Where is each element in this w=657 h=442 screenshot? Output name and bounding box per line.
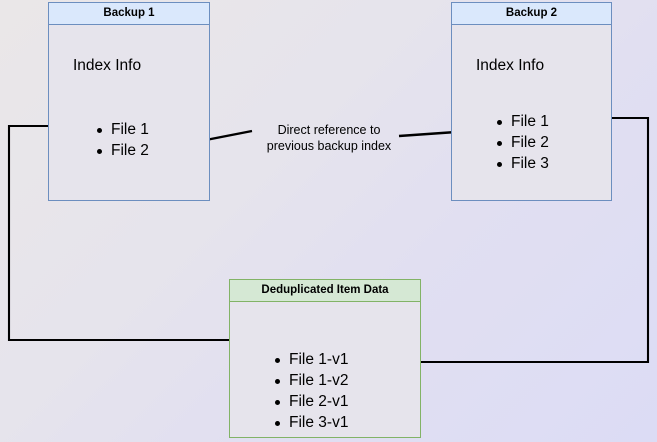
node-backup-1-header: Backup 1 [49, 3, 209, 25]
node-backup-2[interactable]: Backup 2 Index Info File 1 File 2 File 3 [451, 2, 612, 201]
backup-2-index-info-label: Index Info [476, 57, 545, 74]
list-item: File 1-v1 [272, 349, 348, 370]
list-item: File 2 [94, 140, 149, 161]
list-item: File 3-v1 [272, 412, 348, 433]
backup-1-file-list: File 1 File 2 [94, 119, 149, 161]
node-backup-2-body: Index Info File 1 File 2 File 3 [452, 25, 611, 200]
edge-label-line-1: Direct reference to [277, 123, 381, 137]
backup-1-index-info-label: Index Info [73, 57, 142, 74]
list-item: File 1 [494, 111, 549, 132]
list-item: File 1 [94, 119, 149, 140]
node-deduplicated-item-data-body: File 1-v1 File 1-v2 File 2-v1 File 3-v1 [230, 302, 420, 437]
edge-label-direct-reference: Direct reference to previous backup inde… [248, 122, 410, 154]
node-deduplicated-item-data[interactable]: Deduplicated Item Data File 1-v1 File 1-… [229, 279, 421, 438]
list-item: File 2-v1 [272, 391, 348, 412]
list-item: File 3 [494, 153, 549, 174]
list-item: File 1-v2 [272, 370, 348, 391]
node-backup-2-header: Backup 2 [452, 3, 611, 25]
node-backup-1-body: Index Info File 1 File 2 [49, 25, 209, 200]
node-deduplicated-item-data-header: Deduplicated Item Data [230, 280, 420, 302]
edge-label-line-2: previous backup index [266, 139, 392, 153]
list-item: File 2 [494, 132, 549, 153]
dedup-file-list: File 1-v1 File 1-v2 File 2-v1 File 3-v1 [272, 349, 348, 433]
node-backup-1[interactable]: Backup 1 Index Info File 1 File 2 [48, 2, 210, 201]
backup-2-file-list: File 1 File 2 File 3 [494, 111, 549, 174]
